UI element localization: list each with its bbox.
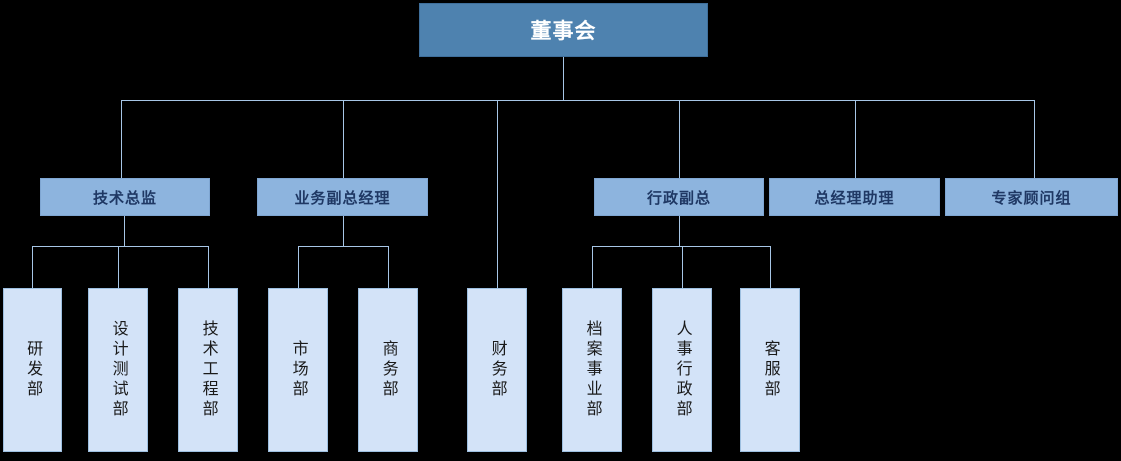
org-node-business-dept[interactable]: 商务部 — [358, 288, 418, 452]
org-node-board-label: 董事会 — [530, 20, 597, 43]
connector-drop-finance-long — [497, 100, 498, 288]
org-node-biz-vp[interactable]: 业务副总经理 — [257, 178, 428, 216]
org-node-tech-eng-label: 技术工程部 — [199, 320, 217, 420]
org-node-business-dept-label: 商务部 — [379, 340, 397, 400]
org-node-board[interactable]: 董事会 — [419, 3, 708, 57]
org-node-finance-dept-label: 财务部 — [488, 340, 506, 400]
org-node-archive-div[interactable]: 档案事业部 — [562, 288, 622, 452]
connector-tech-drop-eng — [208, 246, 209, 288]
connector-drop-biz-vp — [343, 100, 344, 178]
org-node-tech-eng[interactable]: 技术工程部 — [178, 288, 238, 452]
org-node-market-dept[interactable]: 市场部 — [268, 288, 328, 452]
org-node-hr-admin-label: 人事行政部 — [673, 320, 691, 420]
connector-drop-expert-group — [1034, 100, 1035, 178]
connector-tech-drop-rd — [32, 246, 33, 288]
org-node-expert-group[interactable]: 专家顾问组 — [945, 178, 1118, 216]
connector-biz-drop-business — [388, 246, 389, 288]
org-node-customer-svc-label: 客服部 — [761, 340, 779, 400]
org-node-design-test[interactable]: 设计测试部 — [88, 288, 148, 452]
connector-drop-gm-assistant — [855, 100, 856, 178]
connector-drop-tech-director — [121, 100, 122, 178]
org-node-customer-svc[interactable]: 客服部 — [740, 288, 800, 452]
org-node-expert-group-label: 专家顾问组 — [991, 189, 1072, 207]
org-node-admin-vp[interactable]: 行政副总 — [594, 178, 764, 216]
org-node-finance-dept[interactable]: 财务部 — [467, 288, 527, 452]
org-node-rd-dept[interactable]: 研发部 — [3, 288, 62, 452]
connector-admin-drop-hr — [682, 246, 683, 288]
connector-admin-stem — [679, 216, 680, 246]
org-node-gm-assistant[interactable]: 总经理助理 — [769, 178, 940, 216]
connector-biz-drop-market — [298, 246, 299, 288]
org-node-design-test-label: 设计测试部 — [109, 320, 127, 420]
connector-tech-drop-design — [118, 246, 119, 288]
org-node-hr-admin[interactable]: 人事行政部 — [652, 288, 712, 452]
connector-level1-bus — [121, 100, 1035, 101]
connector-admin-drop-archive — [592, 246, 593, 288]
connector-tech-bus — [32, 246, 208, 247]
connector-drop-admin-vp — [679, 100, 680, 178]
org-node-rd-dept-label: 研发部 — [24, 340, 42, 400]
org-node-gm-assistant-label: 总经理助理 — [814, 189, 895, 207]
org-node-tech-director-label: 技术总监 — [92, 189, 157, 207]
org-node-admin-vp-label: 行政副总 — [646, 189, 711, 207]
connector-biz-stem — [343, 216, 344, 246]
org-node-market-dept-label: 市场部 — [289, 340, 307, 400]
connector-admin-bus — [592, 246, 770, 247]
org-node-tech-director[interactable]: 技术总监 — [40, 178, 210, 216]
connector-tech-stem — [124, 216, 125, 246]
connector-biz-bus — [298, 246, 388, 247]
org-node-biz-vp-label: 业务副总经理 — [294, 189, 391, 207]
org-node-archive-div-label: 档案事业部 — [583, 320, 601, 420]
connector-admin-drop-cs — [770, 246, 771, 288]
connector-root-stem — [563, 57, 564, 100]
